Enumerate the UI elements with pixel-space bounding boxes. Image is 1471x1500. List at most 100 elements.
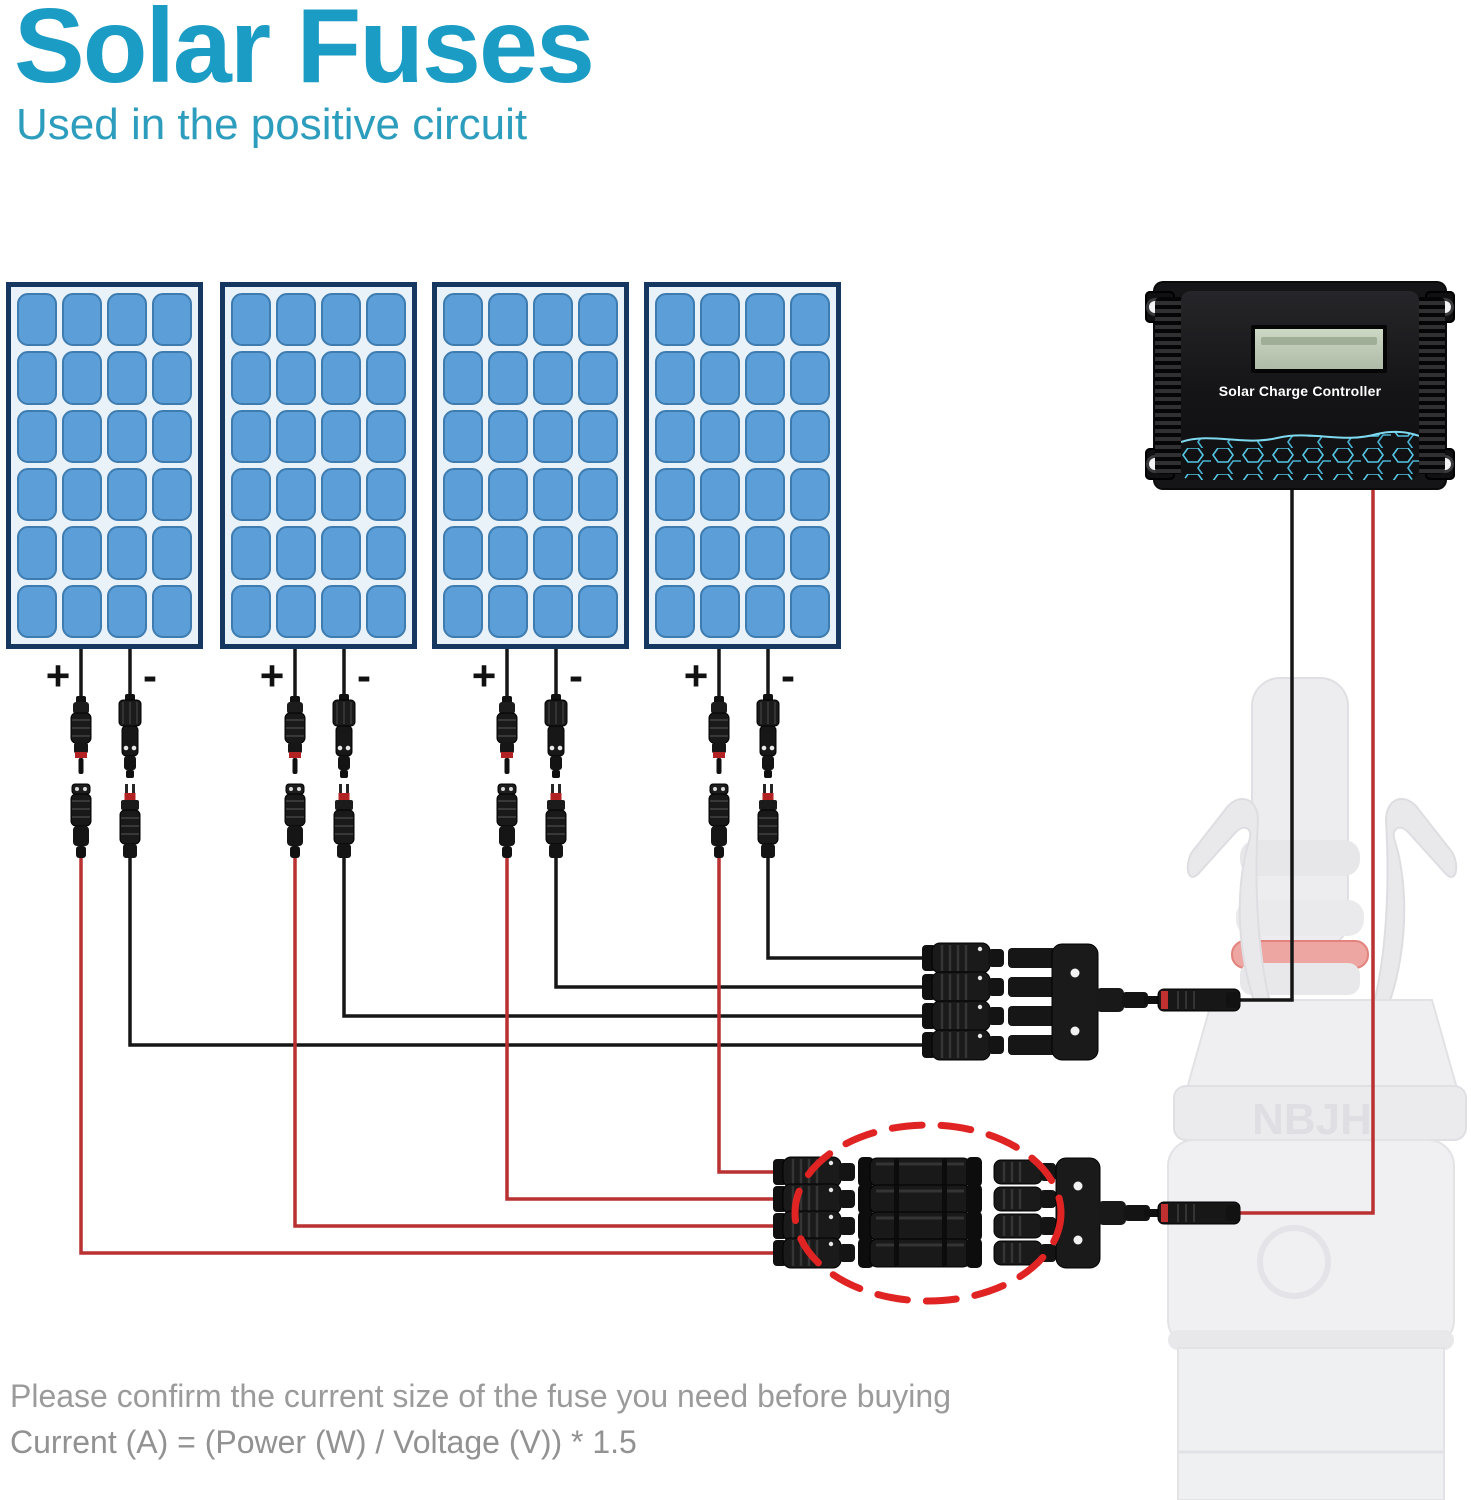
solar-cell (533, 351, 573, 405)
solar-cell (655, 409, 695, 463)
solar-cell (488, 584, 528, 638)
mc4-connector-pairs (70, 693, 780, 859)
highlight-circle (791, 1121, 1065, 1305)
solar-cell (321, 526, 361, 580)
solar-cell (17, 409, 57, 463)
solar-cell (700, 526, 740, 580)
solar-cell (655, 351, 695, 405)
solar-cell (321, 409, 361, 463)
solar-cell (443, 467, 483, 522)
negative-wire-to-controller (1240, 489, 1294, 1002)
solar-charge-controller: Solar Charge Controller (1145, 283, 1455, 488)
panel1-positive-label: + (45, 652, 71, 699)
lcd-display (1251, 325, 1387, 373)
solar-cell (790, 409, 830, 463)
solar-cell (62, 409, 102, 463)
positive-output-connector (1143, 1201, 1241, 1225)
panel-pigtail-wires (79, 644, 770, 702)
solar-cell (745, 526, 785, 580)
solar-cell (231, 467, 271, 522)
solar-cell (231, 293, 271, 347)
solar-cell (276, 409, 316, 463)
solar-cell-grid (11, 287, 198, 644)
panel1-negative-label: - (143, 652, 157, 699)
solar-cell (578, 409, 618, 463)
solar-cell (17, 584, 57, 638)
branch-connector-positive-with-fuses (771, 1155, 1241, 1270)
solar-panel-2 (220, 282, 417, 649)
branch-connector-negative (920, 941, 1241, 1062)
fuse-holder (856, 1209, 984, 1243)
solar-cell (366, 293, 406, 347)
solar-cell (107, 409, 147, 463)
solar-cell (276, 351, 316, 405)
solar-cell (533, 467, 573, 522)
solar-cell (107, 351, 147, 405)
solar-cell (276, 293, 316, 347)
solar-cell (443, 293, 483, 347)
heatsink-ribs (1419, 297, 1445, 474)
page-title: Solar Fuses (14, 0, 595, 105)
solar-cell (231, 584, 271, 638)
footer-note: Please confirm the current size of the f… (10, 1378, 951, 1414)
fuse-holder (856, 1236, 984, 1270)
solar-cell (17, 467, 57, 522)
solar-cell (107, 526, 147, 580)
solar-cell (152, 293, 192, 347)
solar-cell (790, 351, 830, 405)
solar-cell (366, 351, 406, 405)
solar-cell (17, 293, 57, 347)
solar-cell (790, 467, 830, 522)
lcd-segment (1261, 337, 1377, 345)
solar-cell-grid (225, 287, 412, 644)
solar-cell (17, 351, 57, 405)
solar-cell (443, 409, 483, 463)
solar-cell (231, 409, 271, 463)
controller-face: Solar Charge Controller (1181, 291, 1419, 480)
solar-cell (62, 584, 102, 638)
solar-cell (745, 409, 785, 463)
solar-cell (745, 584, 785, 638)
solar-cell (578, 584, 618, 638)
solar-cell (276, 584, 316, 638)
solar-cell (62, 467, 102, 522)
ghost-right-hook (1370, 798, 1458, 1014)
heatsink-ribs (1155, 297, 1181, 474)
solar-cell (231, 351, 271, 405)
solar-cell (152, 584, 192, 638)
solar-cell (152, 467, 192, 522)
footer-formula: Current (A) = (Power (W) / Voltage (V)) … (10, 1424, 637, 1460)
solar-cell (366, 467, 406, 522)
solar-cell (443, 351, 483, 405)
solar-cell (655, 526, 695, 580)
panel4-positive-label: + (683, 652, 709, 699)
solar-cell (745, 293, 785, 347)
solar-cell (62, 293, 102, 347)
solar-panel-4 (644, 282, 841, 649)
negative-wires (128, 489, 1294, 1047)
hex-mesh-decoration (1181, 430, 1419, 480)
panel2-negative-label: - (357, 652, 371, 699)
solar-cell (533, 293, 573, 347)
solar-cell (321, 293, 361, 347)
solar-cell (488, 467, 528, 522)
solar-cell (488, 409, 528, 463)
solar-cell (276, 467, 316, 522)
solar-cell (443, 584, 483, 638)
solar-cell (745, 351, 785, 405)
solar-cell (790, 584, 830, 638)
solar-cell (107, 293, 147, 347)
solar-cell (152, 409, 192, 463)
solar-cell (152, 526, 192, 580)
solar-cell (533, 584, 573, 638)
fuse-holder (856, 1182, 984, 1216)
solar-cell (700, 584, 740, 638)
ghost-fuse-holder-product: NBJH (1167, 677, 1467, 1500)
solar-cell (578, 526, 618, 580)
solar-cell (321, 351, 361, 405)
solar-cell (578, 351, 618, 405)
solar-cell (366, 409, 406, 463)
solar-cell (276, 526, 316, 580)
solar-cell (655, 584, 695, 638)
solar-cell (578, 293, 618, 347)
